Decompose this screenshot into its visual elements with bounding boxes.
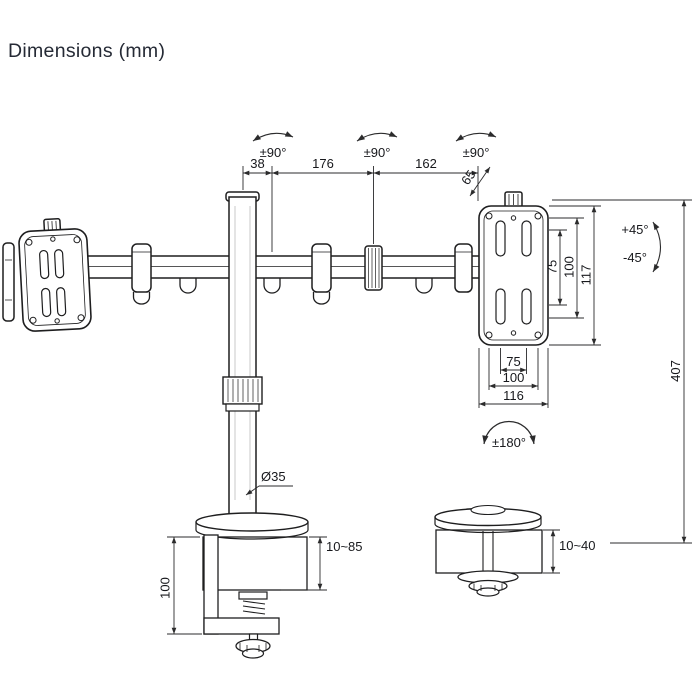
pole-diameter-label: Ø35	[261, 469, 286, 484]
elbow-joint-left	[131, 243, 152, 293]
tilt-label-down: -45°	[623, 250, 647, 265]
dimension-labels: Dimensions (mm) ±90° ±90° ±90° 38 176 16…	[8, 40, 683, 599]
dim-label-117: 117	[579, 265, 594, 286]
clamp-spring	[242, 600, 266, 615]
desk-slab-left	[202, 536, 308, 591]
dim-label-vesa-h-100: 100	[503, 370, 525, 385]
swivel-label-left: ±90°	[260, 145, 287, 160]
grommet-range-label: 10~40	[559, 538, 596, 553]
grommet-nut	[468, 579, 508, 597]
monitor-arm-drawing	[2, 191, 549, 659]
swivel-arrow-center	[356, 131, 398, 142]
tension-adjuster	[364, 245, 383, 291]
grommet-bolt	[482, 531, 494, 576]
pole-dia-leader	[245, 485, 260, 496]
swivel-arrow-left	[252, 131, 294, 142]
rotation-arrow-180	[482, 421, 536, 445]
desk-slab-right	[435, 529, 543, 574]
desk-clamp-mount	[195, 512, 309, 659]
dim-label-65: 65	[458, 167, 479, 187]
clamp-knob	[235, 638, 271, 659]
dim-label-vesa-v-75: 75	[545, 260, 560, 274]
dim-label-116: 116	[503, 388, 524, 403]
dim-label-vesa-h-75: 75	[506, 354, 520, 369]
clamp-pad	[238, 591, 268, 600]
clamp-base-disc	[195, 512, 309, 540]
height-collar	[222, 376, 263, 412]
cable-clips	[132, 278, 433, 305]
grommet-mount	[434, 504, 543, 597]
clamp-bottom-arm	[203, 617, 280, 635]
dim-label-vesa-v-100: 100	[562, 256, 577, 278]
elbow-joint-mid	[311, 243, 332, 293]
grommet-base-disc	[434, 504, 542, 534]
swivel-label-center: ±90°	[364, 145, 391, 160]
left-bracket-side	[2, 242, 15, 322]
dim-line-65	[469, 166, 491, 197]
tilt-arrow	[652, 221, 662, 273]
center-pole	[222, 191, 263, 518]
vesa-plate-right	[478, 191, 549, 346]
dim-label-176: 176	[312, 156, 334, 171]
rotation-label-180: ±180°	[492, 435, 526, 450]
clamp-range-label: 10~85	[326, 539, 363, 554]
tilt-label-up: +45°	[621, 222, 648, 237]
vesa-plate-left	[18, 218, 92, 332]
dim-label-162: 162	[415, 156, 437, 171]
dimension-lines	[167, 131, 692, 635]
page-title: Dimensions (mm)	[8, 40, 165, 62]
swivel-label-right: ±90°	[463, 145, 490, 160]
elbow-joint-right	[454, 243, 473, 293]
swivel-arrow-right	[455, 131, 497, 142]
dim-label-407: 407	[668, 360, 683, 382]
arm-joints	[131, 243, 473, 305]
clamp-height-label: 100	[158, 577, 173, 599]
dim-label-38: 38	[250, 156, 264, 171]
